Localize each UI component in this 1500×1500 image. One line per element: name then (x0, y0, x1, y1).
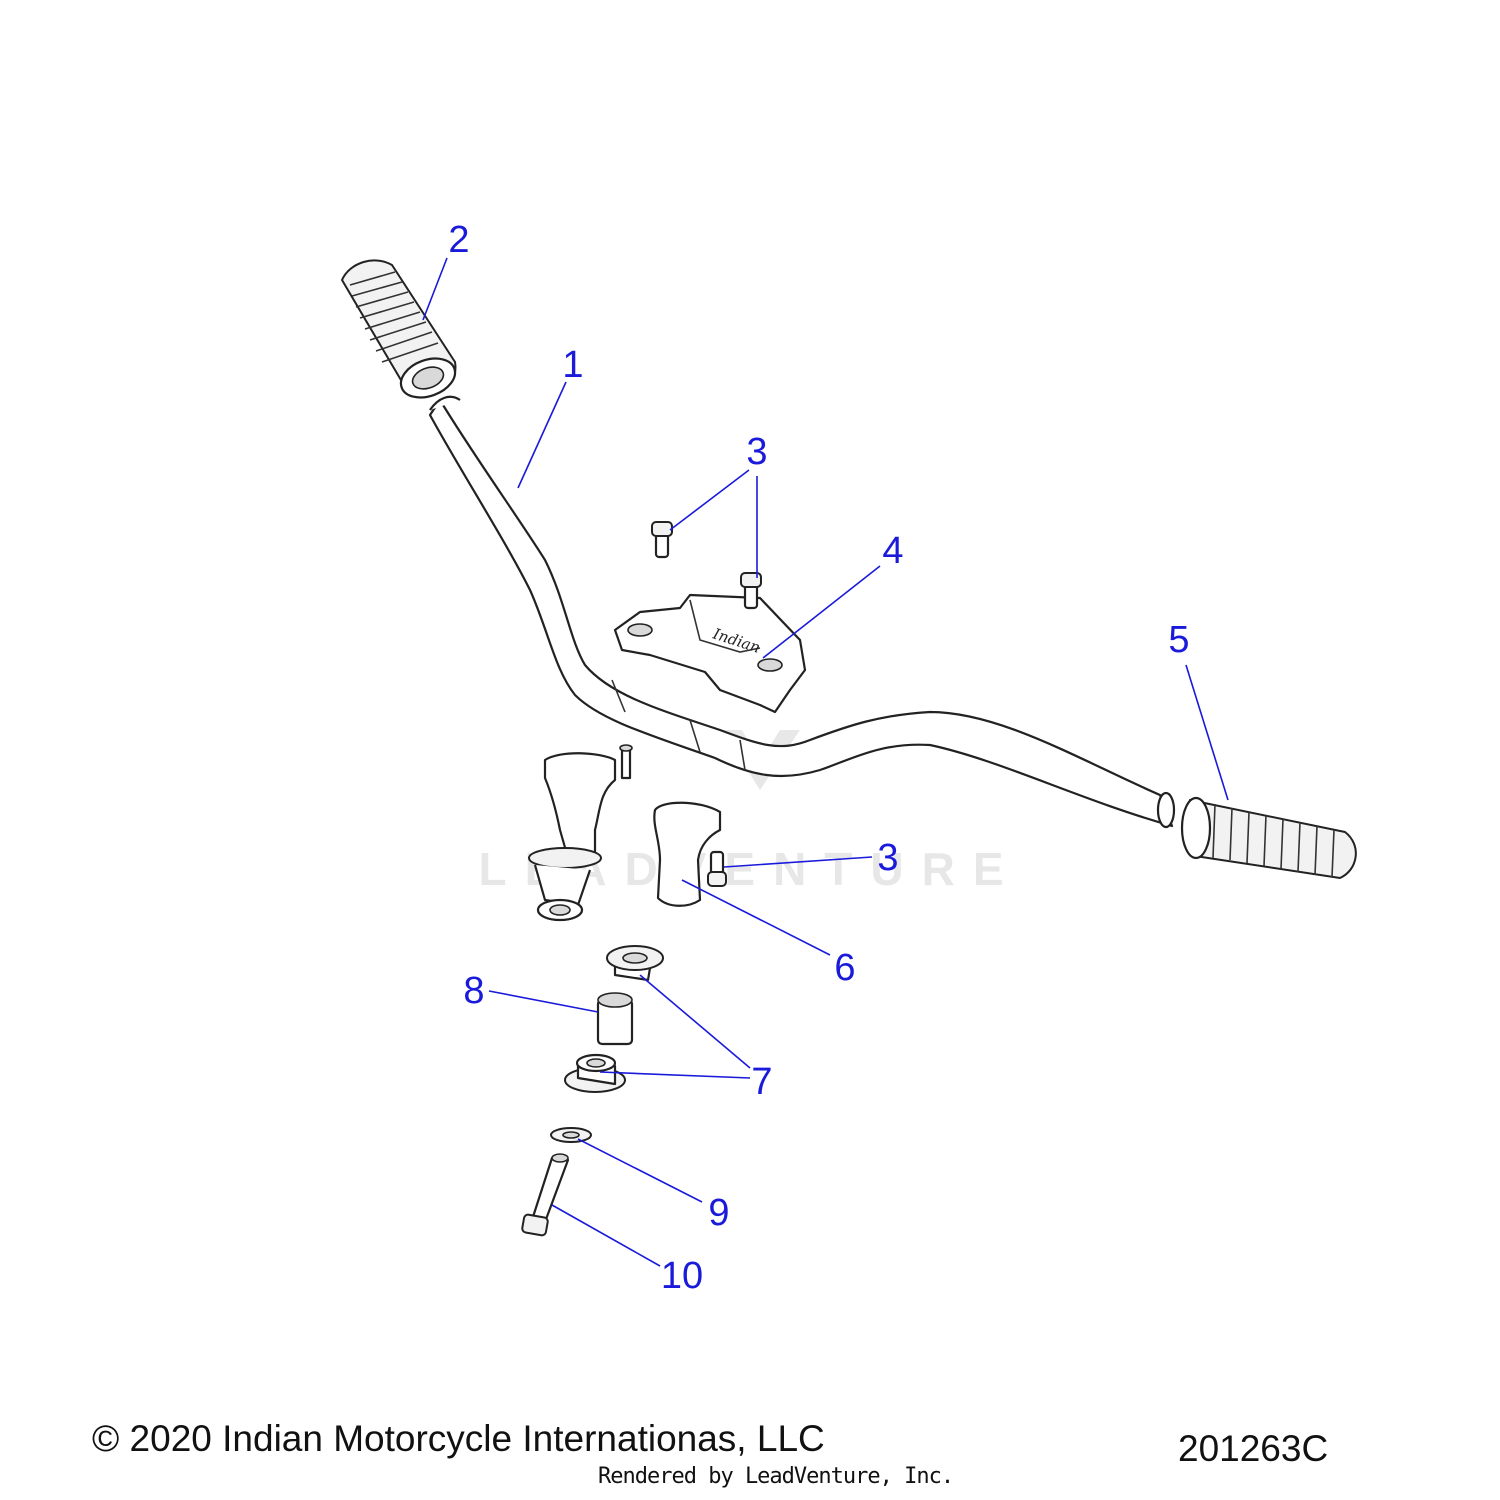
leader-3b (723, 856, 873, 868)
washer-hole (562, 1131, 580, 1139)
spacer-top (597, 992, 633, 1008)
bushing-upper (606, 945, 664, 982)
top-clamp: Indian (613, 593, 807, 714)
riser-left-body (543, 752, 617, 867)
bushing-lower-bore (586, 1058, 606, 1068)
callouts: 2 1 3 4 5 3 6 8 7 9 10 (448, 219, 1189, 1297)
washer (550, 1127, 592, 1143)
callout-4: 4 (882, 530, 903, 572)
right-grip-ribs (1212, 803, 1335, 878)
callout-3-upper: 3 (746, 431, 767, 473)
bolt-head (740, 572, 762, 588)
diagram-code: 201263C (1178, 1428, 1329, 1469)
callout-8: 8 (463, 970, 484, 1012)
leader-5 (1185, 664, 1229, 801)
riser-left-collar (528, 847, 602, 869)
handlebar-band-3 (739, 739, 746, 771)
leader-2 (422, 257, 448, 321)
leader-7-lower (599, 1071, 751, 1079)
left-grip (341, 259, 457, 399)
riser-left-bore (549, 904, 571, 916)
top-clamp-edge (689, 599, 761, 653)
leader-lines (422, 257, 1229, 1267)
callout-6: 6 (834, 947, 855, 989)
leader-3a-left (669, 469, 750, 531)
handlebar-end-right (1156, 791, 1176, 829)
long-bolt (521, 1153, 570, 1237)
callout-2: 2 (448, 219, 469, 261)
riser-left (528, 744, 633, 922)
leader-7-upper (639, 974, 751, 1069)
riser-left-stud (620, 746, 632, 780)
bolt-upper-right (740, 572, 762, 610)
callout-5: 5 (1168, 619, 1189, 661)
copyright-text: © 2020 Indian Motorcycle Internationas, … (92, 1418, 825, 1459)
callout-9: 9 (708, 1192, 729, 1234)
top-clamp-hole-left (627, 623, 653, 637)
left-grip-opening (411, 366, 445, 390)
top-clamp-hole-right (757, 658, 783, 672)
long-bolt-head (521, 1213, 549, 1237)
right-grip-flange (1180, 796, 1212, 860)
handlebar (428, 395, 1176, 829)
leader-9 (577, 1138, 703, 1203)
leader-1 (517, 381, 567, 489)
bushing-lower (564, 1053, 626, 1093)
leader-10 (551, 1204, 661, 1267)
top-clamp-body (613, 593, 807, 714)
bolt-upper-left (651, 521, 673, 559)
riser-right (653, 801, 722, 907)
rendered-by-text: Rendered by LeadVenture, Inc. (598, 1464, 954, 1489)
long-bolt-shank (530, 1156, 570, 1224)
handlebar-tube (428, 398, 1174, 828)
callout-3-lower: 3 (877, 837, 898, 879)
callout-10: 10 (661, 1255, 703, 1297)
callout-7: 7 (751, 1061, 772, 1103)
bolt-head (651, 521, 673, 537)
handlebar-end-left (429, 395, 461, 411)
bushing-upper-bore (622, 952, 648, 964)
callout-1: 1 (562, 344, 583, 386)
leader-6 (681, 879, 831, 956)
spacer (596, 992, 634, 1046)
handlebar-band-2 (689, 719, 701, 753)
riser-right-body (653, 801, 722, 907)
leader-8 (488, 990, 599, 1013)
left-grip-ribs (349, 271, 439, 363)
bolt-head (707, 871, 727, 887)
leader-4 (762, 565, 881, 659)
riser-left-stud-tip (619, 744, 633, 752)
handlebar-band-1 (611, 679, 626, 713)
right-grip (1180, 796, 1357, 879)
bolt-lower (707, 850, 727, 887)
long-bolt-tip (551, 1153, 569, 1163)
